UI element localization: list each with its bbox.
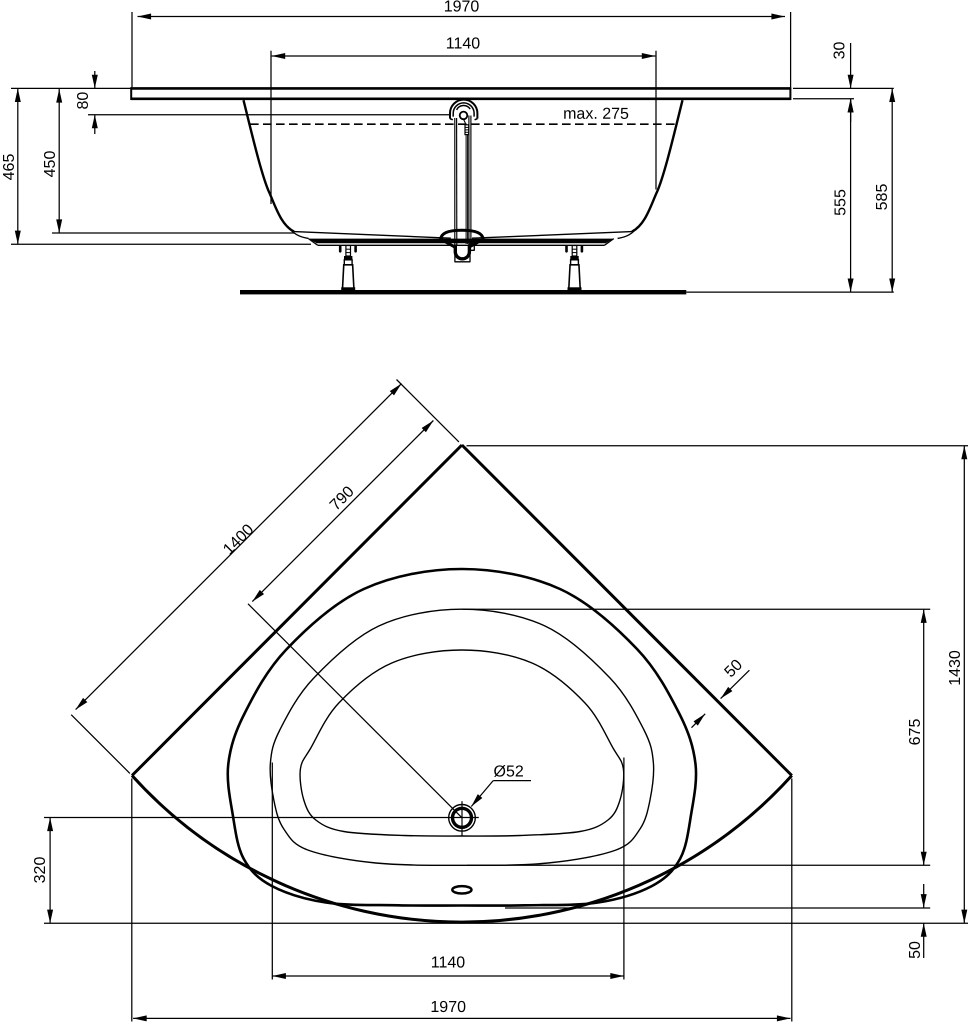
svg-text:30: 30 — [832, 42, 849, 60]
svg-text:585: 585 — [874, 184, 891, 211]
svg-text:320: 320 — [32, 857, 49, 884]
svg-text:1430: 1430 — [947, 650, 964, 686]
svg-text:1140: 1140 — [446, 35, 481, 52]
svg-text:1970: 1970 — [430, 999, 466, 1016]
svg-text:555: 555 — [833, 189, 850, 216]
svg-text:450: 450 — [42, 151, 59, 178]
svg-text:max. 275: max. 275 — [563, 106, 629, 123]
svg-text:Ø52: Ø52 — [493, 764, 523, 781]
svg-text:50: 50 — [907, 941, 924, 959]
svg-text:80: 80 — [75, 92, 92, 110]
svg-text:1140: 1140 — [431, 954, 466, 971]
svg-text:1970: 1970 — [444, 0, 480, 16]
svg-text:465: 465 — [1, 154, 18, 181]
svg-text:675: 675 — [907, 719, 924, 746]
